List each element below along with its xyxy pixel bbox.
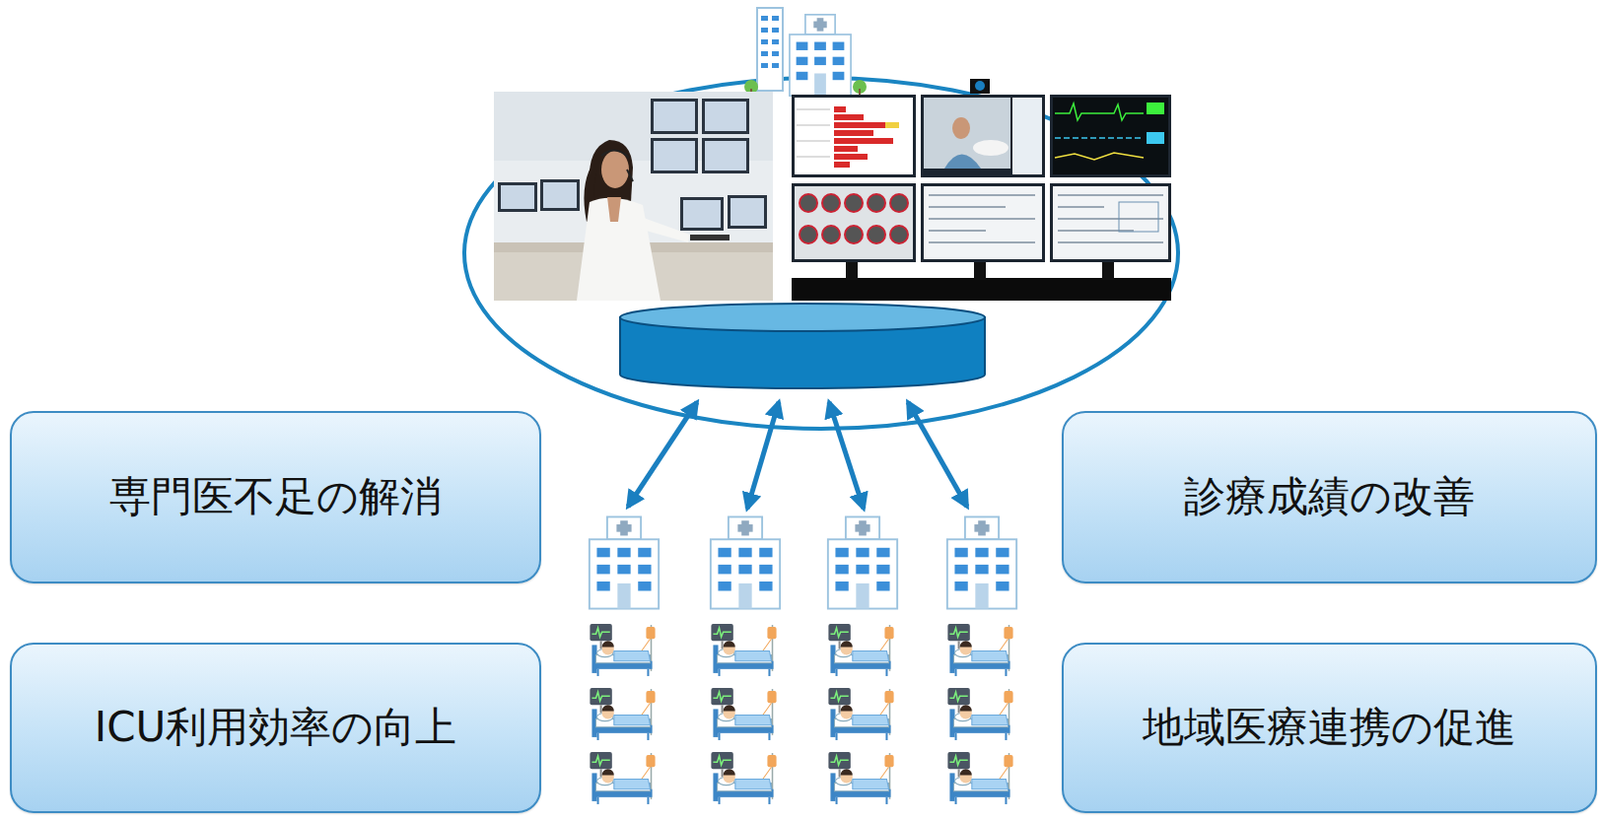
benefit-box: 地域医療連携の促進 [1061,642,1598,814]
operator-photo [493,91,773,301]
center-ellipse [464,77,1179,429]
benefit-label: ICU利用効率の向上 [94,702,457,753]
benefit-box: 専門医不足の解消 [9,411,542,584]
benefit-box: 診療成績の改善 [1061,411,1598,584]
monitor-wall [791,78,1172,301]
benefit-box: ICU利用効率の向上 [9,642,542,814]
patient-beds [589,624,1013,805]
hospital-icon [744,7,867,97]
benefit-label: 地域医療連携の促進 [1142,702,1517,753]
database-cylinder [620,303,985,389]
regional-hospitals [589,516,1017,609]
benefit-label: 専門医不足の解消 [109,472,442,522]
link-arrows [627,402,968,509]
benefit-label: 診療成績の改善 [1183,472,1475,522]
